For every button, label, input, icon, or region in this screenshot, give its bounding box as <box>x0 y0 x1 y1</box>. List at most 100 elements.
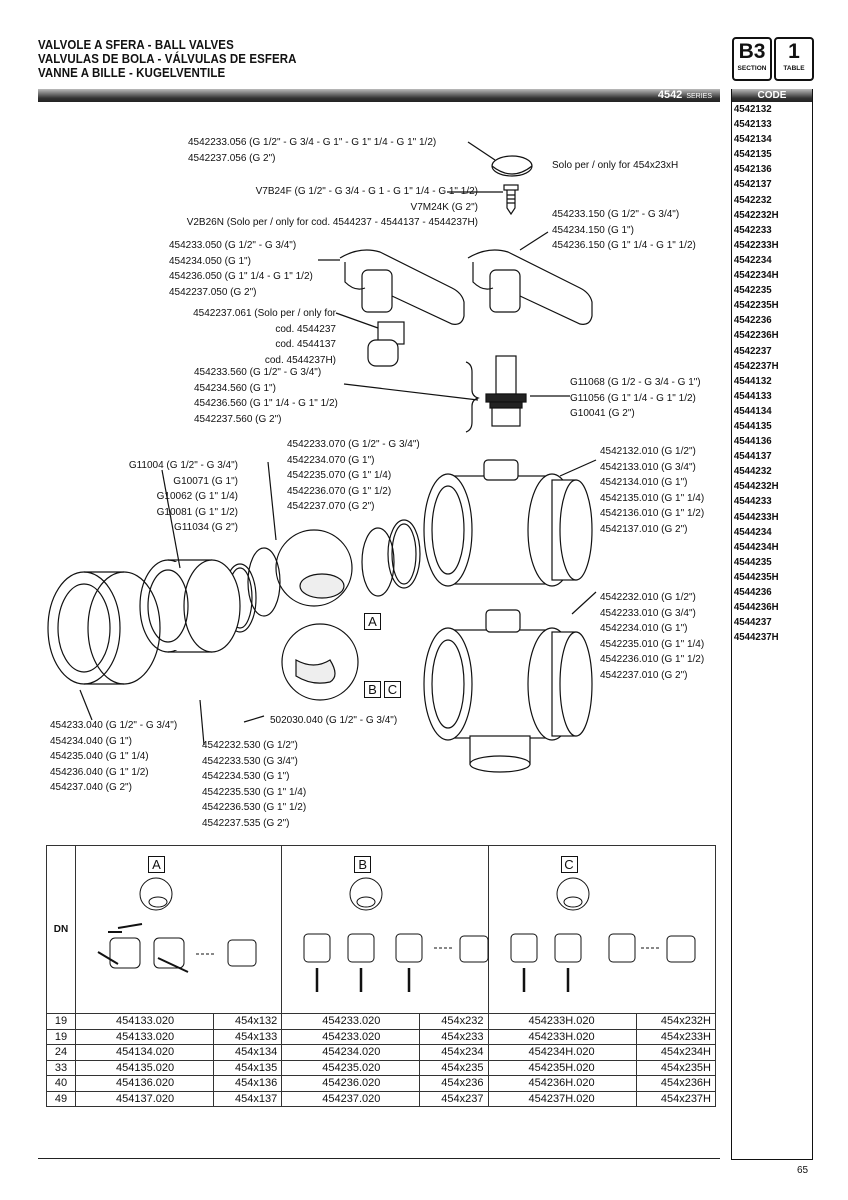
screw-labels: V7B24F (G 1/2" - G 3/4 - G 1 - G 1" 1/4 … <box>187 184 478 231</box>
label-line: 4542134.010 (G 1") <box>600 477 688 488</box>
label-line: 454236.050 (G 1" 1/4 - G 1" 1/2) <box>169 271 313 282</box>
label-line: 4542236.010 (G 1" 1/2) <box>600 654 705 665</box>
cell-b-code: 454233.020 <box>281 1028 421 1045</box>
cap-note: Solo per / only for 454x23xH <box>552 160 679 171</box>
label-line: 4542235.010 (G 1" 1/4) <box>600 638 705 650</box>
screw-icon <box>503 184 519 216</box>
cell-a-code: 454137.020 <box>75 1090 214 1107</box>
code-item: 4544236H <box>733 602 779 614</box>
label-line: 4542234.530 (G 1") <box>202 771 290 782</box>
cell-b-model: 454x236 <box>419 1075 489 1092</box>
cell-b-code: 454234.020 <box>281 1044 421 1061</box>
label-line: V2B26N (Solo per / only for cod. 4544237… <box>186 217 478 228</box>
label-line: 4542237.056 (G 2") <box>188 152 276 164</box>
config-c-icon <box>510 877 695 992</box>
section-box: B3 SECTION <box>732 37 772 81</box>
valve-body-top-icon <box>423 459 593 587</box>
cell-a-model: 454x137 <box>212 1090 283 1107</box>
label-line: G10062 (G 1" 1/4) <box>156 491 238 502</box>
handle-left-icon <box>339 249 465 325</box>
body-top-labels: 4542132.010 (G 1/2") 4542133.010 (G 3/4"… <box>600 444 704 537</box>
code-item: 4544236 <box>733 587 772 598</box>
label-line: 4542237.070 (G 2") <box>287 501 375 512</box>
code-item: 4544237 <box>733 617 772 629</box>
label-line: V7M24K (G 2") <box>410 201 478 213</box>
cell-dn: 40 <box>46 1075 76 1092</box>
code-item: 4544135 <box>733 420 772 432</box>
cell-a-code: 454135.020 <box>75 1059 214 1076</box>
code-item: 4542137 <box>733 179 772 191</box>
code-item: 4544235H <box>733 571 779 583</box>
label-line: 454233.040 (G 1/2" - G 3/4") <box>50 720 178 731</box>
code-item: 4542235H <box>733 300 779 312</box>
union-nut-icon <box>47 571 161 685</box>
series-label: SERIES <box>686 93 712 100</box>
label-line: 454234.050 (G 1") <box>169 255 251 267</box>
cell-c-model: 454x234H <box>635 1044 717 1061</box>
label-line: G11056 (G 1" 1/4 - G 1" 1/2) <box>570 392 696 404</box>
cell-c-code: 454235H.020 <box>487 1059 637 1076</box>
cell-b-code: 454235.020 <box>281 1059 421 1076</box>
cell-b-model: 454x237 <box>419 1090 489 1107</box>
label-line: 454236.560 (G 1" 1/4 - G 1" 1/2) <box>194 398 338 409</box>
code-item: 4542232 <box>733 194 772 206</box>
col-a-label: A <box>148 856 165 873</box>
nut-labels: 454233.040 (G 1/2" - G 3/4") 454234.040 … <box>50 718 177 796</box>
label-line: 4542235.070 (G 1" 1/4) <box>287 470 392 481</box>
label-line: 4542236.530 (G 1" 1/2) <box>202 802 307 813</box>
code-item: 4544232H <box>733 481 779 493</box>
oring-right-icon <box>361 519 421 597</box>
label-line: G11068 (G 1/2 - G 3/4 - G 1") <box>570 377 701 388</box>
code-item: 4544232 <box>733 466 772 478</box>
label-line: 4542232.530 (G 1/2") <box>202 740 298 751</box>
cell-dn: 49 <box>46 1090 76 1107</box>
code-header: CODE <box>732 89 812 102</box>
code-item: 4544132 <box>733 375 772 387</box>
cell-b-model: 454x234 <box>419 1044 489 1061</box>
cell-b-model: 454x235 <box>419 1059 489 1076</box>
section-value: B3 <box>738 40 766 63</box>
label-line: 4542237.535 (G 2") <box>202 817 290 829</box>
cell-a-model: 454x135 <box>212 1059 283 1076</box>
title-line-2: VALVULAS DE BOLA - VÁLVULAS DE ESFERA <box>38 52 297 66</box>
cell-dn: 33 <box>46 1059 76 1076</box>
handle-right-icon <box>467 249 593 325</box>
label-line: 4542237.061 (Solo per / only for <box>193 308 336 319</box>
union-labels: 4542232.530 (G 1/2") 4542233.530 (G 3/4"… <box>202 738 306 831</box>
label-line: 454234.150 (G 1") <box>552 224 634 236</box>
label-line: 4542235.530 (G 1" 1/4) <box>202 786 307 798</box>
cell-a-model: 454x136 <box>212 1075 283 1092</box>
footer-divider <box>38 1158 720 1159</box>
ball-variant-icon <box>281 623 359 701</box>
cell-c-model: 454x237H <box>635 1090 717 1107</box>
code-item: 4542234H <box>733 270 779 282</box>
stem-icon <box>485 355 527 427</box>
cell-a-model: 454x134 <box>212 1044 283 1061</box>
config-a-icon <box>97 877 257 973</box>
label-line: cod. 4544237H) <box>264 354 336 366</box>
label-line: 4542232.010 (G 1/2") <box>600 592 696 603</box>
code-item: 4544133 <box>733 390 772 402</box>
code-item: 4544235 <box>733 556 772 568</box>
col-a-illustration: A <box>74 845 283 1014</box>
code-item: 4542235 <box>733 285 772 297</box>
stem-labels: 454233.560 (G 1/2" - G 3/4") 454234.560 … <box>194 365 338 427</box>
cell-b-code: 454233.020 <box>281 1013 421 1030</box>
box-label-a: A <box>364 613 381 630</box>
col-c-illustration: C <box>487 845 716 1014</box>
body-bottom-labels: 4542232.010 (G 1/2") 4542233.010 (G 3/4"… <box>600 590 704 683</box>
label-line: 4542237.560 (G 2") <box>194 413 282 425</box>
cell-c-code: 454233H.020 <box>487 1013 637 1030</box>
label-line: 4542136.010 (G 1" 1/2) <box>600 508 705 519</box>
col-b-label: B <box>354 856 372 873</box>
cell-b-model: 454x232 <box>419 1013 489 1030</box>
code-item: 4542132 <box>733 104 772 115</box>
cell-dn: 19 <box>46 1028 76 1045</box>
col-c-label: C <box>560 856 578 873</box>
label-line: 4542233.530 (G 3/4") <box>202 755 298 767</box>
cell-b-code: 454236.020 <box>281 1075 421 1092</box>
